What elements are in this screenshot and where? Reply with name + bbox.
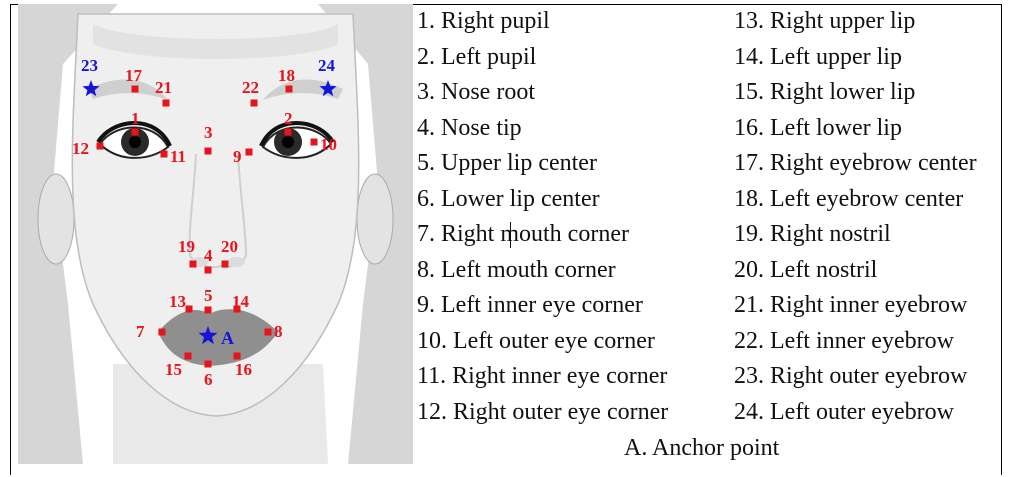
landmark-point-6	[205, 361, 212, 368]
landmark-label-21: 21	[155, 78, 172, 97]
landmark-point-18	[286, 86, 293, 93]
landmark-point-10	[311, 139, 318, 146]
landmark-label-15: 15	[165, 360, 182, 379]
landmark-label-14: 14	[232, 292, 250, 311]
landmark-point-11	[161, 151, 168, 158]
landmark-point-15	[185, 353, 192, 360]
landmark-label-3: 3	[204, 123, 213, 142]
legend-item: 10. Left outer eye corner	[417, 324, 668, 360]
landmark-point-1	[132, 129, 139, 136]
legend-item: 11. Right inner eye corner	[417, 359, 668, 395]
landmark-point-5	[205, 307, 212, 314]
legend-item: 5. Upper lip center	[417, 146, 668, 182]
landmark-label-19: 19	[178, 237, 195, 256]
landmark-label-6: 6	[204, 370, 213, 389]
legend-item: 22. Left inner eyebrow	[734, 324, 977, 360]
legend-item: 6. Lower lip center	[417, 182, 668, 218]
landmark-label-5: 5	[204, 286, 213, 305]
landmark-label-8: 8	[274, 322, 283, 341]
landmark-label-13: 13	[169, 292, 186, 311]
landmark-label-11: 11	[170, 147, 186, 166]
legend-item: 4. Nose tip	[417, 111, 668, 147]
landmark-label-22: 22	[242, 78, 259, 97]
landmark-label-10: 10	[320, 135, 337, 154]
landmark-label-1: 1	[131, 109, 140, 128]
landmark-label-18: 18	[278, 66, 295, 85]
legend-item: 24. Left outer eyebrow	[734, 395, 977, 431]
landmark-point-13	[186, 306, 193, 313]
left-nostril-shape	[227, 257, 245, 267]
landmark-point-12	[97, 143, 104, 150]
landmark-label-4: 4	[204, 246, 213, 265]
legend-item: 9. Left inner eye corner	[417, 288, 668, 324]
legend-item: 21. Right inner eyebrow	[734, 288, 977, 324]
landmark-point-17	[132, 86, 139, 93]
legend-item: 7. Right mouth corner	[417, 217, 668, 253]
landmark-point-7	[159, 329, 166, 336]
anchor-label: A	[221, 328, 234, 348]
anchor-point-note: A. Anchor point	[624, 431, 779, 466]
landmark-point-9	[246, 149, 253, 156]
landmark-label-23: 23	[81, 56, 98, 75]
landmark-point-22	[251, 100, 258, 107]
landmark-label-20: 20	[221, 237, 238, 256]
landmark-point-20	[222, 261, 229, 268]
legend-item: 1. Right pupil	[417, 4, 668, 40]
right-ear	[38, 174, 74, 264]
landmark-point-3	[205, 148, 212, 155]
legend-item: 14. Left upper lip	[734, 40, 977, 76]
legend-item: 15. Right lower lip	[734, 75, 977, 111]
legend-item: 18. Left eyebrow center	[734, 182, 977, 218]
landmark-label-16: 16	[235, 360, 252, 379]
legend-item: 3. Nose root	[417, 75, 668, 111]
landmark-label-9: 9	[233, 147, 242, 166]
landmark-label-17: 17	[125, 66, 143, 85]
landmark-label-2: 2	[284, 109, 293, 128]
legend-item: 23. Right outer eyebrow	[734, 359, 977, 395]
legend-item: 17. Right eyebrow center	[734, 146, 977, 182]
landmark-label-12: 12	[72, 139, 89, 158]
landmark-point-21	[163, 100, 170, 107]
landmark-label-7: 7	[136, 322, 145, 341]
legend-item: 13. Right upper lip	[734, 4, 977, 40]
legend-item: 2. Left pupil	[417, 40, 668, 76]
legend-item: 12. Right outer eye corner	[417, 395, 668, 431]
landmark-point-19	[190, 261, 197, 268]
legend-item: 20. Left nostril	[734, 253, 977, 289]
landmark-point-8	[265, 329, 272, 336]
left-ear	[357, 174, 393, 264]
legend-item: 8. Left mouth corner	[417, 253, 668, 289]
legend-item: 19. Right nostril	[734, 217, 977, 253]
landmark-point-2	[285, 129, 292, 136]
text-cursor	[510, 222, 511, 248]
legend-item: 16. Left lower lip	[734, 111, 977, 147]
landmark-point-4	[205, 267, 212, 274]
landmark-point-16	[234, 353, 241, 360]
landmark-label-24: 24	[318, 56, 336, 75]
